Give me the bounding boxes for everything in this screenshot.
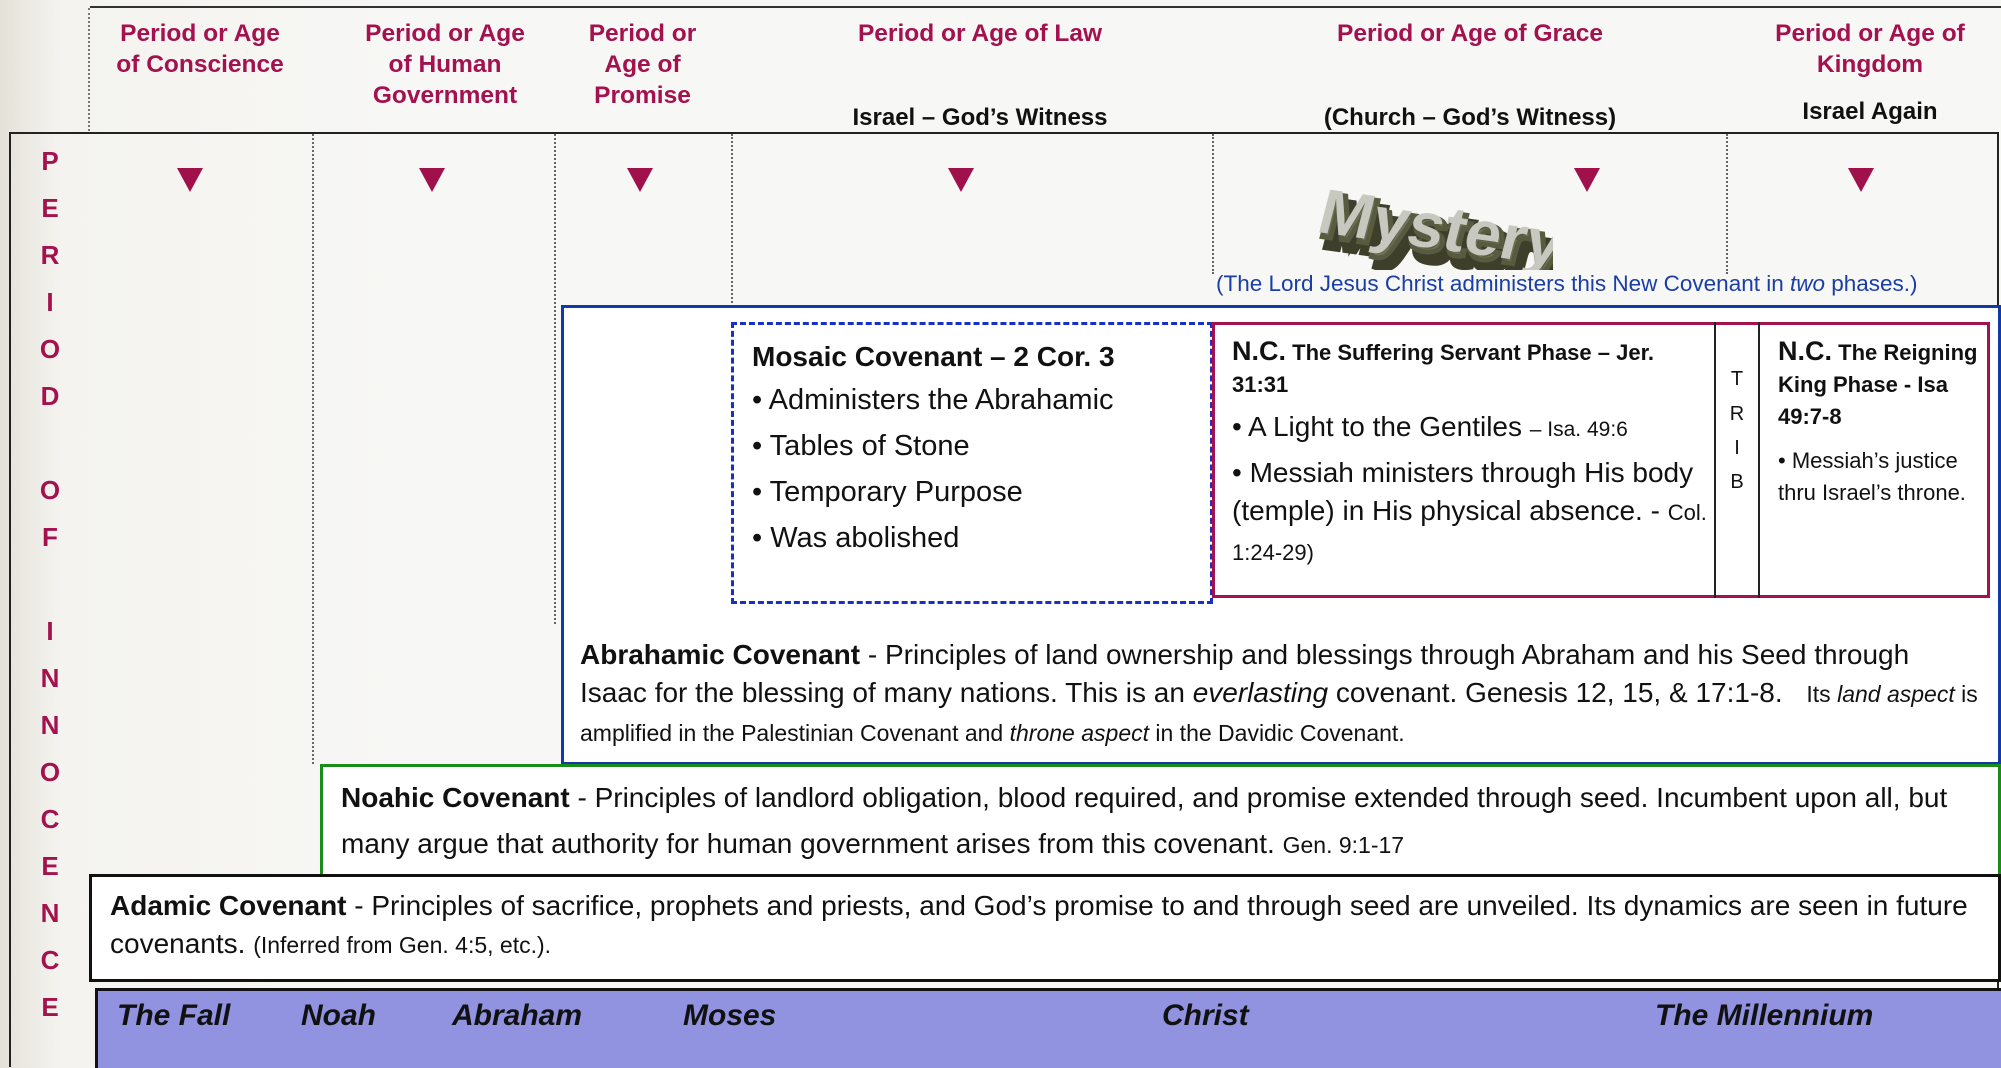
noahic-ref: Gen. 9:1-17 [1282, 832, 1405, 858]
timeline-christ: Christ [1162, 999, 1249, 1032]
adamic-name: Adamic Covenant [110, 890, 347, 921]
header-conscience: Period or Age of Conscience [116, 20, 284, 78]
side-label-letter: C [40, 945, 60, 975]
abrahamic-small-em1: land aspect [1837, 681, 1955, 707]
noahic-name: Noahic Covenant [341, 782, 570, 813]
mystery-note-pre: (The Lord Jesus Christ administers this … [1216, 271, 1790, 296]
trib-letter: B [1730, 471, 1744, 493]
nc-suffering-bullet2: • Messiah ministers through His body (te… [1232, 457, 1694, 526]
side-label-letter: F [42, 522, 58, 552]
innocence-column-divider [88, 8, 90, 131]
adamic-text: - Principles of sacrifice, prophets and … [110, 890, 1968, 959]
nc-reigning-prefix: N.C. [1778, 336, 1832, 366]
nc-suffering-bullet1-ref: – Isa. 49:6 [1529, 418, 1628, 441]
side-label-letter: I [46, 616, 54, 646]
abrahamic-small-em2: throne aspect [1009, 720, 1149, 746]
side-label-letter: E [41, 193, 59, 223]
triangle-marker [1574, 168, 1600, 192]
side-label-letter: C [40, 804, 60, 834]
trib-letter: T [1730, 368, 1744, 390]
trib-divider-right [1758, 322, 1760, 598]
header-law: Period or Age of Law [857, 20, 1103, 47]
abrahamic-covenant-text: Abrahamic Covenant - Principles of land … [580, 636, 1980, 752]
mosaic-bullet: • Administers the Abrahamic [752, 384, 1114, 416]
triangle-marker [419, 168, 445, 192]
trib-divider-left [1714, 322, 1716, 598]
mosaic-title: Mosaic Covenant – 2 Cor. 3 [752, 341, 1115, 372]
triangle-marker [948, 168, 974, 192]
header-kingdom: Period or Age of Kingdom [1775, 20, 1965, 78]
timeline-abraham: Abraham [452, 999, 583, 1032]
side-label-letter: D [40, 381, 60, 411]
mosaic-bullet: • Was abolished [752, 522, 960, 554]
divider-1 [312, 134, 314, 764]
triangle-marker [1848, 168, 1874, 192]
side-label-letter: P [41, 146, 59, 176]
header-kingdom-subtitle: Israel Again [1802, 98, 1938, 125]
timeline-millennium: The Millennium [1655, 999, 1874, 1032]
abrahamic-text2: covenant. Genesis 12, 15, & 17:1-8. [1328, 677, 1783, 708]
side-label-letter: O [39, 475, 61, 505]
timeline-moses: Moses [683, 999, 777, 1032]
mystery-wordart: Mystery! Mystery! Mystery! [1303, 150, 1607, 300]
side-label-letter: E [41, 992, 59, 1022]
timeline-the-fall: The Fall [117, 999, 231, 1032]
mystery-note: (The Lord Jesus Christ administers this … [1216, 271, 2001, 297]
abrahamic-small1: Its [1806, 681, 1838, 707]
side-label-letter: I [46, 287, 54, 317]
mosaic-bullet: • Tables of Stone [752, 430, 970, 462]
triangle-marker [177, 168, 203, 192]
side-label-letter: N [40, 898, 60, 928]
mystery-note-em: two [1789, 271, 1825, 296]
new-covenant-frame [1212, 322, 1990, 598]
side-label-letter: O [39, 334, 61, 364]
header-human-government: Period or Age of Human Government [365, 20, 525, 109]
header-promise: Period or Age of Promise [588, 20, 697, 109]
triangle-marker [627, 168, 653, 192]
header-grace: Period or Age of Grace [1337, 20, 1603, 47]
nc-suffering-bullet1: • A Light to the Gentiles [1232, 411, 1522, 442]
side-label-letter: N [40, 710, 60, 740]
divider-4 [1212, 134, 1214, 274]
mosaic-bullet: • Temporary Purpose [752, 476, 1023, 508]
top-rule [90, 6, 2001, 8]
side-label-letter: R [40, 240, 60, 270]
divider-3 [731, 134, 733, 319]
timeline-bar [95, 988, 2001, 1068]
abrahamic-name: Abrahamic Covenant [580, 639, 861, 670]
noahic-covenant-box: Noahic Covenant - Principles of landlord… [320, 764, 2001, 878]
adamic-ref: (Inferred from Gen. 4:5, etc.). [253, 932, 552, 958]
nc-reigning-king: N.C. The Reigning King Phase - Isa 49:7-… [1778, 335, 1983, 509]
noahic-text: - Principles of landlord obligation, blo… [341, 782, 1948, 859]
nc-reigning-bullet: • Messiah’s justice thru Israel’s throne… [1778, 448, 1966, 505]
trib-letter: I [1734, 437, 1740, 459]
timeline-noah: Noah [301, 999, 376, 1032]
header-law-subtitle: Israel – God’s Witness [852, 104, 1108, 131]
abrahamic-text1: - Principles of land ownership and bless… [580, 639, 1910, 708]
trib-letter: R [1729, 403, 1745, 425]
header-grace-subtitle: (Church – God’s Witness) [1323, 104, 1617, 131]
abrahamic-em: everlasting [1192, 677, 1329, 708]
abrahamic-amplified-note: Its land aspect is amplified in the Pale… [580, 681, 1978, 746]
abrahamic-small3: in the Davidic Covenant. [1149, 720, 1405, 746]
divider-5 [1726, 134, 1728, 274]
nc-reigning-title: The Reigning King Phase - Isa 49:7-8 [1778, 340, 1978, 429]
side-label-letter: E [41, 851, 59, 881]
nc-suffering-prefix: N.C. [1232, 336, 1286, 366]
divider-2 [554, 134, 556, 624]
nc-suffering-servant: N.C. The Suffering Servant Phase – Jer. … [1232, 335, 1707, 572]
mosaic-covenant-box: Mosaic Covenant – 2 Cor. 3 • Administers… [731, 322, 1213, 604]
nc-suffering-title: The Suffering Servant Phase – Jer. 31:31 [1232, 340, 1655, 397]
adamic-covenant-box: Adamic Covenant - Principles of sacrific… [89, 874, 2001, 982]
abrahamic-small2: is amplified in the Palestinian Covenant… [580, 681, 1978, 746]
nc-suffering-bullet2-ref: Col. 1:24-29) [1232, 500, 1707, 565]
side-label-letter: O [39, 757, 61, 787]
side-label-letter: N [40, 663, 60, 693]
mystery-note-post: phases.) [1825, 271, 1918, 296]
